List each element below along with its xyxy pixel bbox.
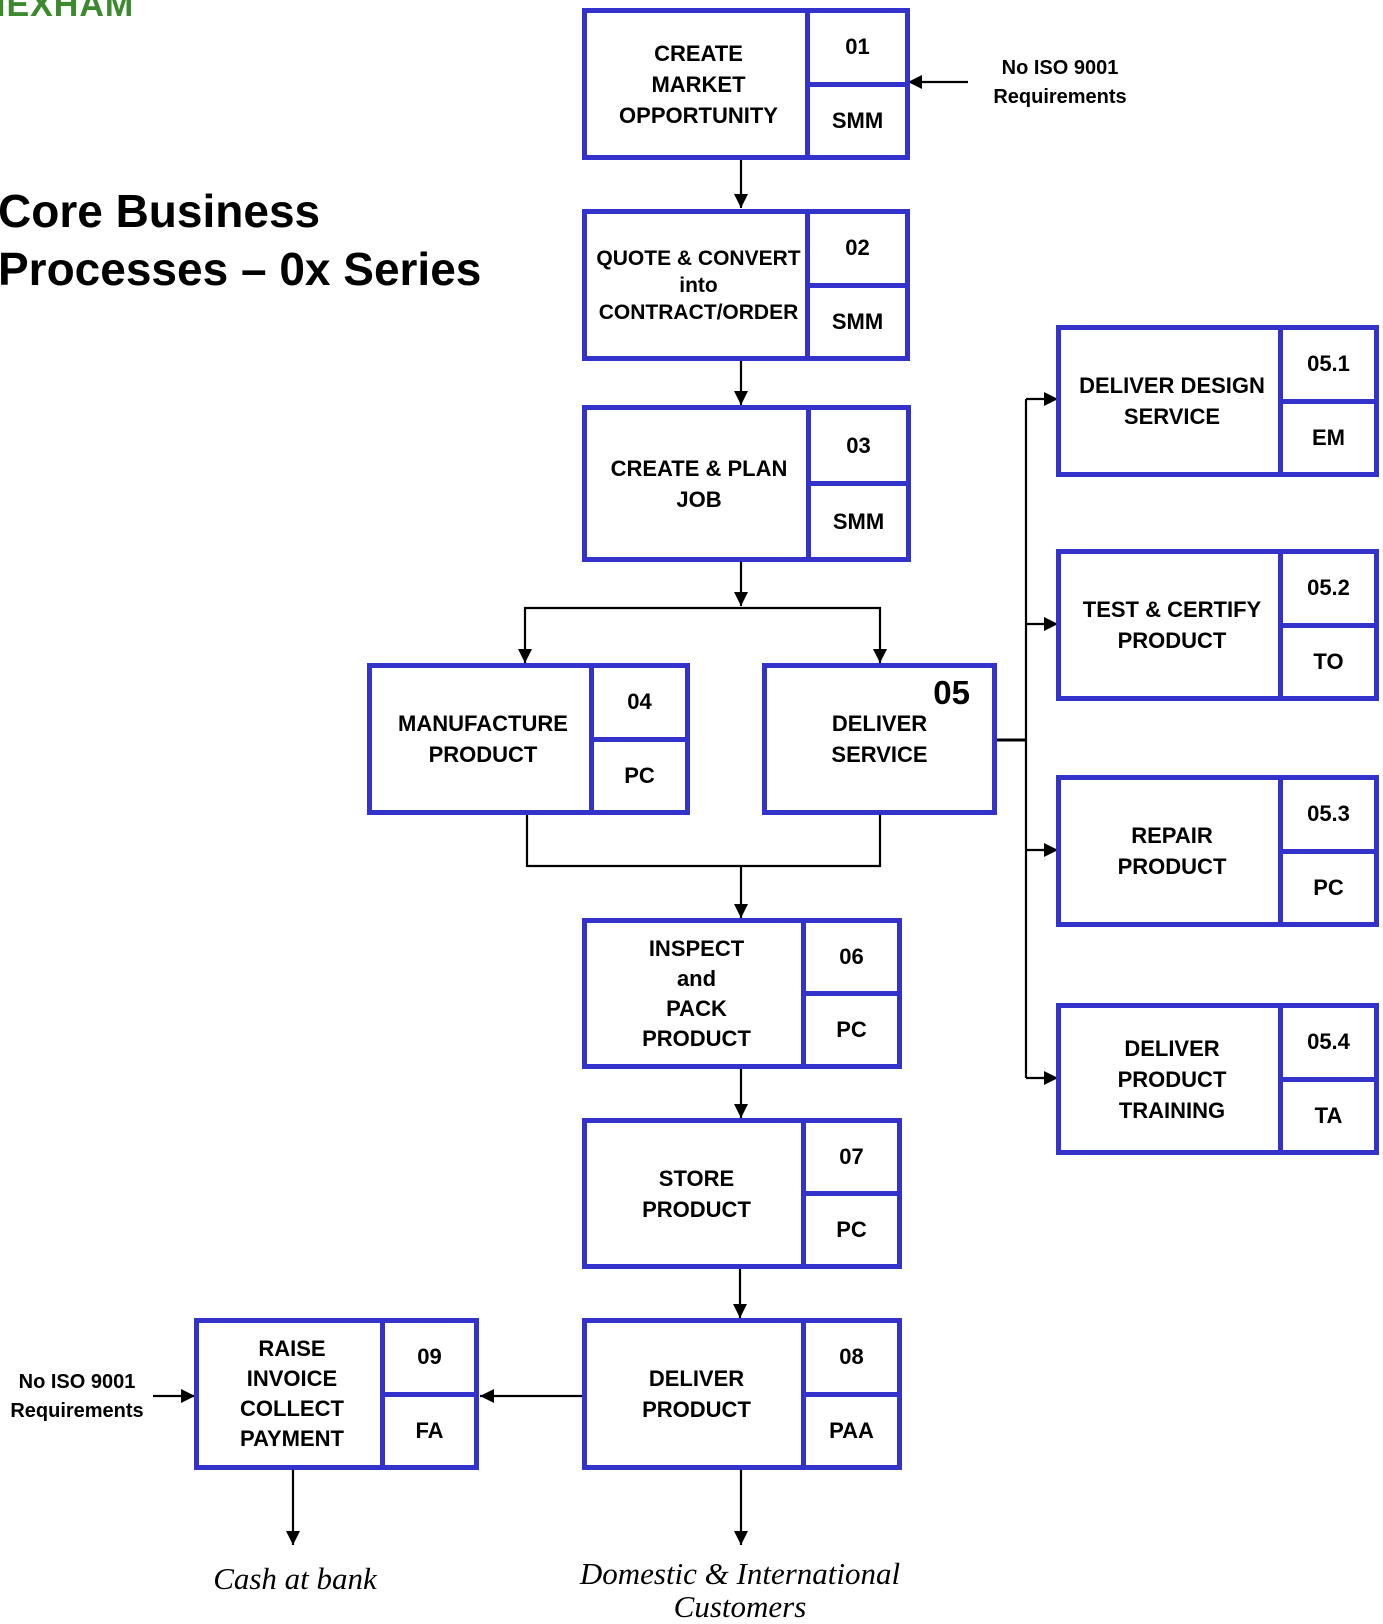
process-owner-05-2: TO [1283,622,1374,697]
page-title: Core Business Processes – 0x Series [0,182,481,298]
process-box-01: CREATE MARKET OPPORTUNITY 01 SMM [582,8,910,160]
process-side-03: 03 SMM [806,410,906,557]
process-id-05-4: 05.4 [1307,1029,1350,1055]
process-id-07: 07 [839,1144,864,1169]
process-id-03: 03 [846,432,871,458]
process-label-05-3: REPAIR PRODUCT [1117,823,1227,879]
process-side-05-4: 05.4 TA [1278,1008,1374,1150]
process-owner-03: SMM [811,481,906,557]
process-label-03: CREATE & PLAN JOB [610,455,788,512]
process-owner-08: PAA [806,1391,897,1466]
process-id-05: 05 [933,674,970,711]
process-label-01: CREATE MARKET OPPORTUNITY [619,40,778,128]
iso-note-left: No ISO 9001 Requirements [10,1371,144,1422]
process-id-01: 01 [845,34,870,60]
process-owner-05-4: TA [1283,1076,1374,1151]
process-side-01: 01 SMM [805,13,905,155]
process-id-06: 06 [839,944,864,969]
process-side-02: 02 SMM [805,214,905,356]
iso-note-top: No ISO 9001 Requirements [993,57,1127,108]
process-label-05-2: TEST & CERTIFY PRODUCT [1082,597,1262,653]
process-box-05: DELIVER SERVICE 05 [762,663,997,815]
process-owner-04: PC [594,736,685,811]
process-side-05-2: 05.2 TO [1278,554,1374,696]
company-logo: IEXHAM [0,0,135,24]
process-id-05-2: 05.2 [1307,575,1350,601]
connector-split-to-05 [705,606,887,663]
process-label-04: MANUFACTURE PRODUCT [398,711,568,767]
process-label-09: RAISE INVOICE COLLECT PAYMENT [240,1336,344,1451]
process-owner-09: FA [385,1391,474,1466]
process-box-03: CREATE & PLAN JOB 03 SMM [582,405,911,562]
process-box-02: QUOTE & CONVERT into CONTRACT/ORDER 02 S… [582,209,910,361]
output-customers: Domestic & International Customers [579,1556,901,1624]
process-box-07: STORE PRODUCT 07 PC [582,1118,902,1269]
process-label-05: DELIVER SERVICE [831,711,928,767]
process-side-09: 09 FA [380,1323,474,1465]
connector-split-to-04 [518,606,705,663]
process-side-08: 08 PAA [801,1323,897,1465]
title-line-2: Processes – 0x Series [0,243,482,295]
process-id-05-1: 05.1 [1307,351,1350,377]
title-line-1: Core Business [0,185,321,237]
process-owner-06: PC [806,991,897,1064]
process-box-05-3: REPAIR PRODUCT 05.3 PC [1056,775,1379,927]
process-side-05-3: 05.3 PC [1278,780,1374,922]
process-owner-05-3: PC [1283,848,1374,923]
process-owner-02: SMM [810,282,905,357]
process-box-09: RAISE INVOICE COLLECT PAYMENT 09 FA [194,1318,479,1470]
process-box-05-2: TEST & CERTIFY PRODUCT 05.2 TO [1056,549,1379,701]
connector-04-merge [525,815,882,868]
process-side-04: 04 PC [589,668,685,810]
process-side-07: 07 PC [801,1123,897,1264]
process-side-05-1: 05.1 EM [1278,330,1374,472]
process-owner-05-1: EM [1283,398,1374,473]
process-id-05-3: 05.3 [1307,801,1350,827]
process-box-06: INSPECT and PACK PRODUCT 06 PC [582,918,902,1069]
output-cash-at-bank: Cash at bank [213,1561,377,1596]
process-id-09: 09 [417,1344,442,1370]
process-label-07: STORE PRODUCT [642,1165,751,1222]
process-label-06: INSPECT and PACK PRODUCT [642,935,751,1051]
process-owner-07: PC [806,1191,897,1264]
process-box-05-1: DELIVER DESIGN SERVICE 05.1 EM [1056,325,1379,477]
process-box-04: MANUFACTURE PRODUCT 04 PC [367,663,690,815]
process-owner-01: SMM [810,81,905,156]
process-label-08: DELIVER PRODUCT [642,1366,751,1422]
process-id-08: 08 [839,1344,864,1370]
process-label-05-4: DELIVER PRODUCT TRAINING [1117,1035,1227,1123]
process-label-05-1: DELIVER DESIGN SERVICE [1079,373,1265,429]
process-box-08: DELIVER PRODUCT 08 PAA [582,1318,902,1470]
process-id-04: 04 [627,689,652,715]
process-side-06: 06 PC [801,923,897,1064]
process-id-02: 02 [845,235,870,261]
process-box-05-4: DELIVER PRODUCT TRAINING 05.4 TA [1056,1003,1379,1155]
process-label-02: QUOTE & CONVERT into CONTRACT/ORDER [596,246,801,324]
